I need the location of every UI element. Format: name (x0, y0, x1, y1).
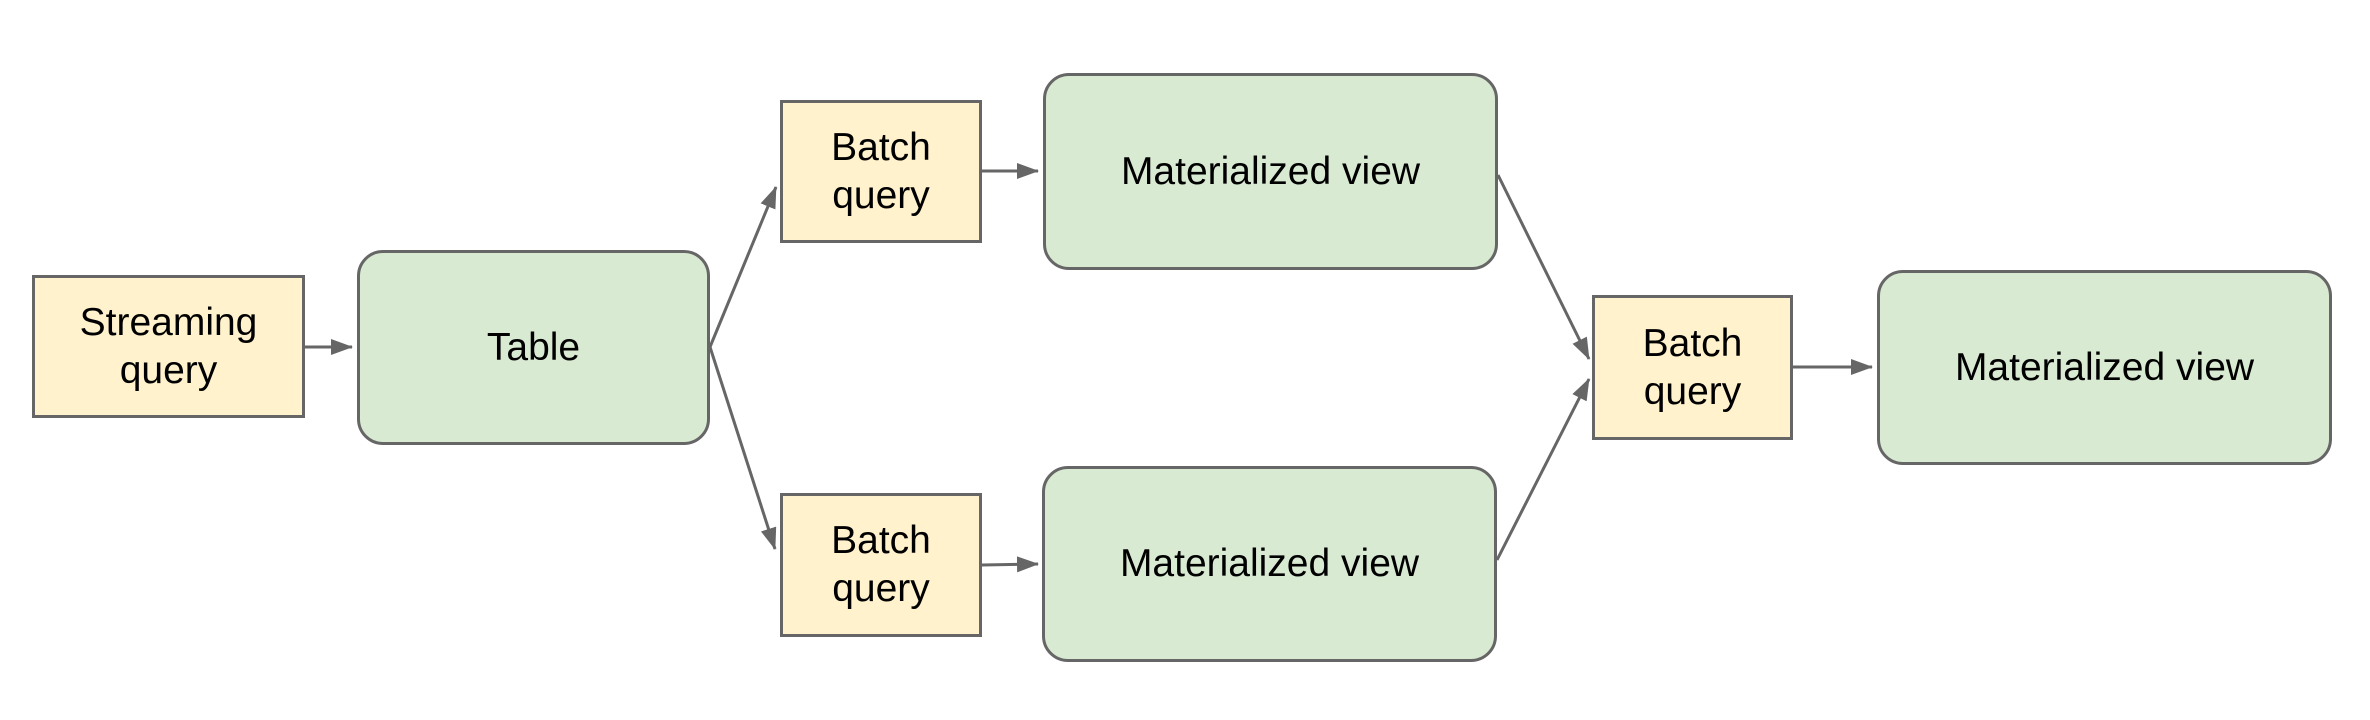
node-batch-query-top-label: Batch query (831, 125, 931, 217)
node-materialized-view-final-label: Materialized view (1954, 345, 2255, 389)
node-batch-query-final-label: Batch query (1642, 321, 1743, 413)
connector-batch-query-bottom-to-materialized-view-bottom (981, 556, 1039, 573)
connector-table-to-batch-query-top (708, 186, 778, 348)
node-batch-query-final: Batch query (1592, 295, 1793, 440)
node-table: Table (357, 250, 710, 445)
node-batch-query-bottom: Batch query (780, 493, 982, 637)
connector-materialized-view-top-to-batch-query-final (1496, 174, 1591, 360)
connector-table-to-batch-query-bottom (708, 346, 777, 550)
node-batch-query-bottom-label: Batch query (831, 519, 931, 610)
node-batch-query-top: Batch query (780, 100, 982, 243)
node-streaming-query: Streaming query (32, 275, 305, 418)
node-materialized-view-bottom-label: Materialized view (1119, 542, 1420, 585)
node-materialized-view-bottom: Materialized view (1042, 466, 1497, 662)
connector-materialized-view-bottom-to-batch-query-final (1495, 378, 1591, 561)
node-materialized-view-final: Materialized view (1877, 270, 2332, 465)
node-streaming-query-label: Streaming query (79, 300, 258, 392)
node-materialized-view-top-label: Materialized view (1120, 149, 1421, 193)
node-table-label: Table (486, 325, 581, 369)
node-materialized-view-top: Materialized view (1043, 73, 1498, 270)
